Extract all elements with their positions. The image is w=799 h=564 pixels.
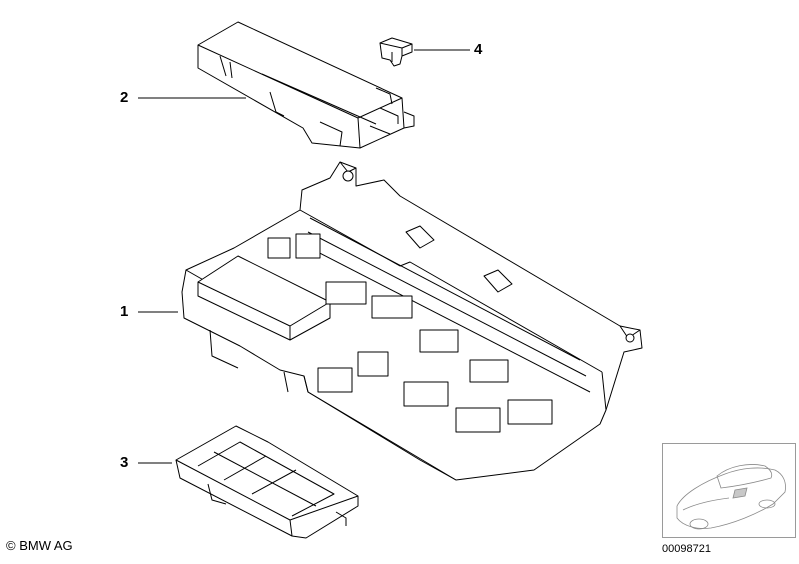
part-1-fuse-box[interactable]: [182, 162, 642, 480]
callout-2[interactable]: 2: [120, 89, 129, 106]
part-3-tray[interactable]: [176, 426, 358, 538]
drawing-number: 00098721: [662, 543, 711, 555]
callout-3[interactable]: 3: [120, 454, 129, 471]
part-2-cover[interactable]: [198, 22, 414, 148]
part-4-clip[interactable]: [380, 38, 412, 66]
callout-1[interactable]: 1: [120, 303, 129, 320]
copyright-text: © BMW AG: [6, 538, 73, 553]
vehicle-thumbnail: [662, 443, 796, 538]
car-silhouette-icon: [663, 444, 795, 537]
copyright-notice: © BMW AG: [6, 538, 73, 553]
callout-4[interactable]: 4: [474, 41, 483, 58]
